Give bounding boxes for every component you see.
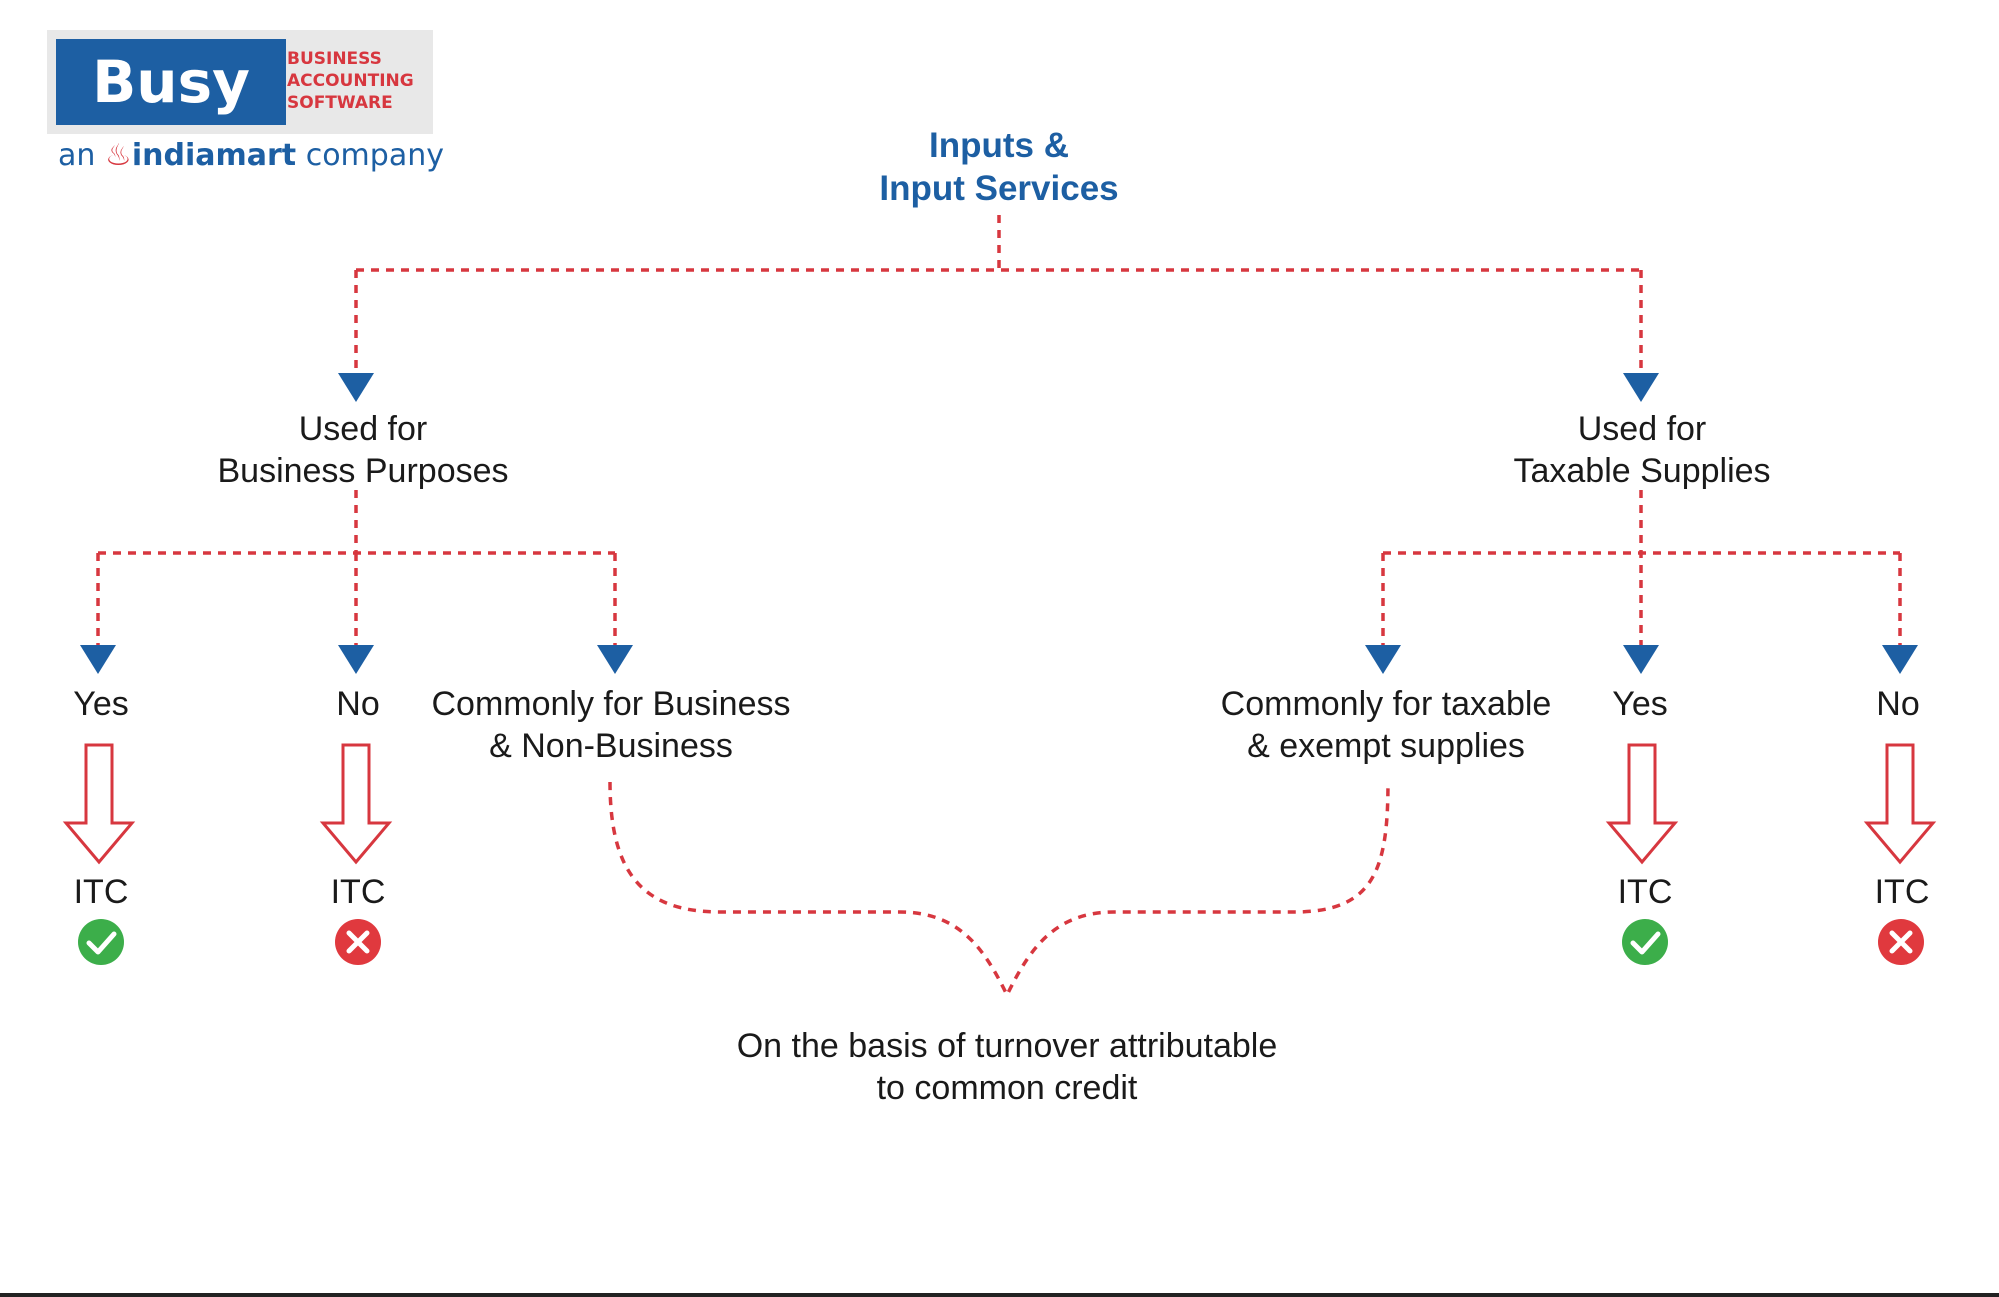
- brace-connector: [608, 781, 1390, 999]
- itc-label-yes-right: ITC: [1617, 873, 1673, 911]
- result-arrow-yes-right: [1605, 743, 1679, 865]
- arrowhead-no-left: [338, 645, 374, 674]
- arrowhead-taxable: [1623, 373, 1659, 402]
- indiamart-company-line: an ♨indiamart company: [58, 138, 444, 173]
- logo-sub-suffix: company: [305, 138, 444, 173]
- cross-icon: [1878, 919, 1924, 965]
- busy-logo-tagline: BUSINESS ACCOUNTING SOFTWARE: [287, 49, 414, 113]
- logo-sub-brand: indiamart: [131, 138, 297, 173]
- result-arrow-no-right: [1863, 743, 1937, 865]
- result-arrow-no-left: [319, 743, 393, 865]
- busy-logo: Busy BUSINESS ACCOUNTING SOFTWARE: [47, 30, 433, 134]
- bottom-divider: [0, 1293, 1999, 1297]
- cross-icon: [335, 919, 381, 965]
- itc-label-no-left: ITC: [330, 873, 386, 911]
- option-yes-right: Yes: [1612, 685, 1668, 723]
- node-business-purposes: Used for Business Purposes: [217, 410, 509, 490]
- option-no-right: No: [1876, 685, 1920, 723]
- arrowhead-yes-right: [1623, 645, 1659, 674]
- arrowhead-common-right: [1365, 645, 1401, 674]
- conclusion-text: On the basis of turnover attributable to…: [736, 1027, 1278, 1107]
- arrowhead-no-right: [1882, 645, 1918, 674]
- option-common-taxable: Commonly for taxable & exempt supplies: [1220, 685, 1552, 765]
- itc-label-no-right: ITC: [1874, 873, 1930, 911]
- option-yes-left: Yes: [73, 685, 129, 723]
- node-taxable-supplies: Used for Taxable Supplies: [1513, 410, 1771, 490]
- arrowhead-common-left: [597, 645, 633, 674]
- arrowhead-business: [338, 373, 374, 402]
- result-arrow-yes-left: [62, 743, 136, 865]
- logo-sub-prefix: an: [58, 138, 96, 173]
- check-icon: [78, 919, 124, 965]
- option-common-business: Commonly for Business & Non-Business: [431, 685, 791, 765]
- option-no-left: No: [336, 685, 380, 723]
- busy-logo-brand: Busy: [56, 39, 286, 125]
- root-node-title: Inputs & Input Services: [879, 126, 1119, 208]
- check-icon: [1622, 919, 1668, 965]
- arrowhead-yes-left: [80, 645, 116, 674]
- itc-label-yes-left: ITC: [73, 873, 129, 911]
- indiamart-flame-icon: ♨: [104, 138, 132, 173]
